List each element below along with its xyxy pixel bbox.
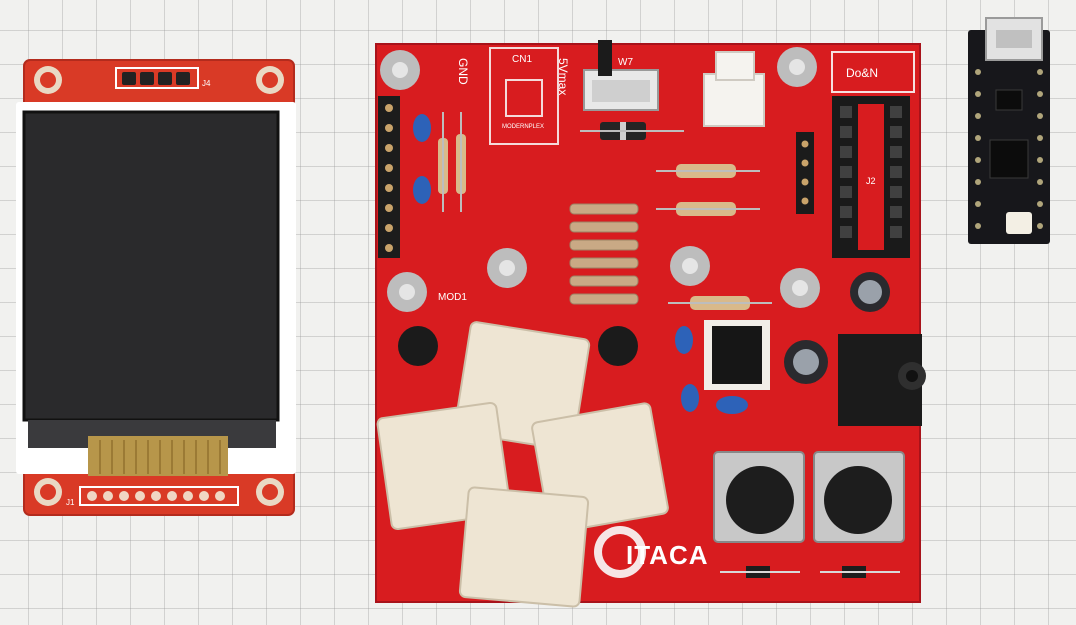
- blue-capacitor: [681, 384, 699, 412]
- cn1-small-text: MODERNPLEX: [502, 124, 545, 130]
- lcd-screen: [24, 112, 278, 420]
- module-label: MOD1: [438, 292, 467, 303]
- mounting-holes: [34, 66, 284, 506]
- standoffs: [380, 47, 820, 312]
- buzzer: [598, 326, 638, 366]
- blue-capacitor: [675, 326, 693, 354]
- do-n-label: Do&N: [846, 66, 879, 80]
- buzzer: [398, 326, 438, 366]
- ic-socket-label: J2: [866, 176, 876, 186]
- blue-capacitor: [413, 176, 431, 204]
- left-pin-header: [378, 96, 400, 258]
- small-pin-header: [796, 132, 814, 214]
- top-pin-header: [115, 67, 199, 89]
- resistors-left: [438, 112, 466, 212]
- switch-label: W7: [618, 57, 633, 68]
- nano-reset-button: [1006, 212, 1032, 234]
- resistor-stack: [569, 203, 639, 305]
- bottom-pin-header: [79, 486, 239, 506]
- blue-capacitor: [716, 396, 748, 414]
- nano-pcb: [968, 30, 1050, 244]
- dpad-buttons: [376, 321, 669, 608]
- blue-capacitor: [413, 114, 431, 142]
- display-bottom-header-label: J1: [66, 498, 75, 507]
- cn1-label: CN1: [512, 54, 533, 65]
- nano-mcu: [989, 139, 1029, 179]
- cn1-outline: [489, 47, 559, 145]
- don-box: [831, 51, 915, 93]
- resistors-horizontal: [656, 164, 772, 310]
- jst-connector: [703, 73, 765, 127]
- display-top-header-label: J4: [202, 79, 211, 88]
- usb-connector: [985, 17, 1043, 61]
- logo-text: ITACA: [626, 540, 709, 570]
- tactile-buttons: [713, 451, 905, 543]
